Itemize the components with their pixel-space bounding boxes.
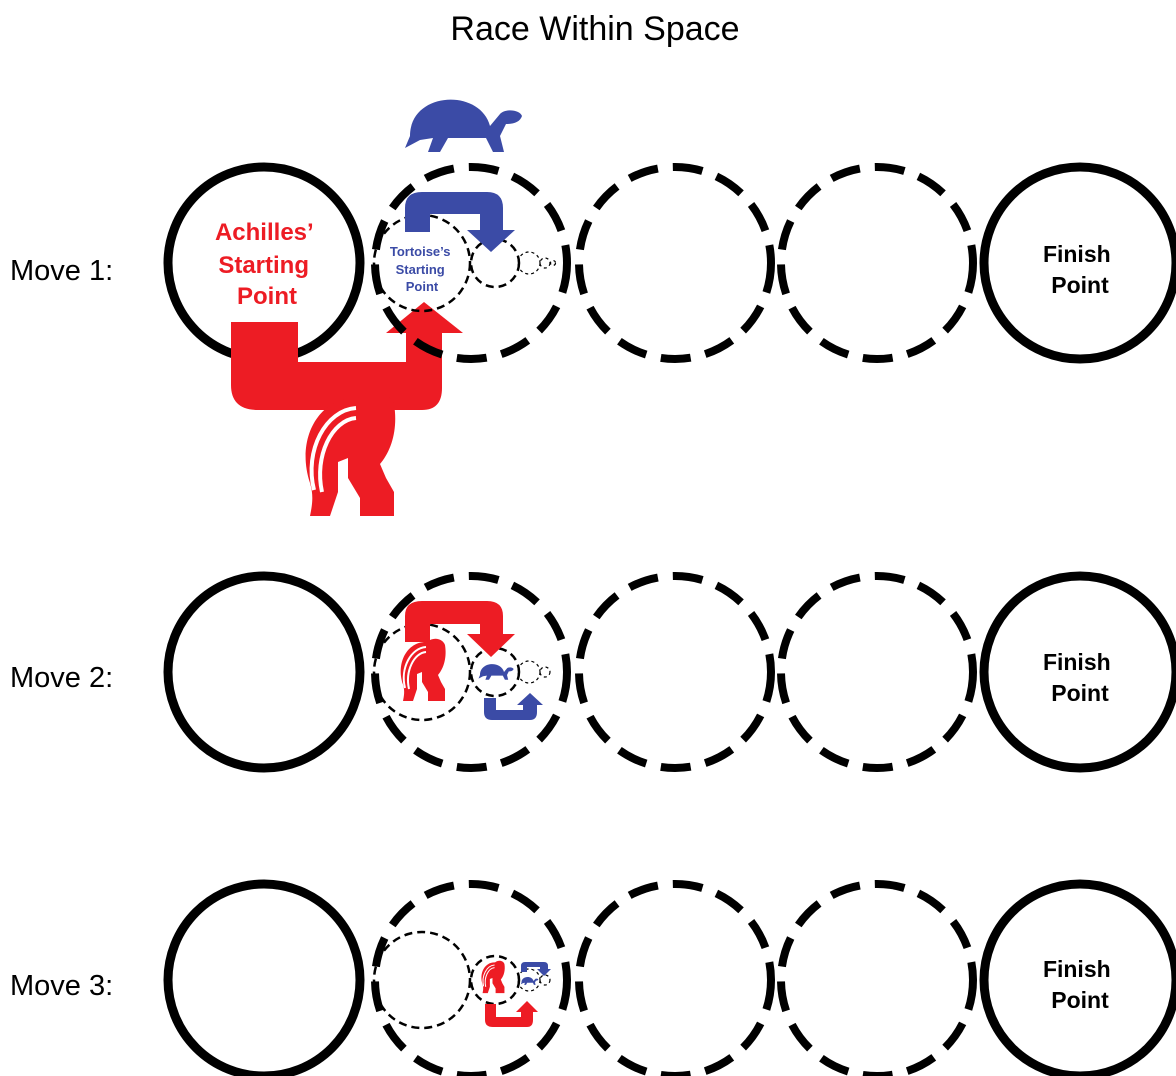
diagram-title: Race Within Space (450, 10, 739, 48)
finish-label-row-2: Finish Point (1043, 649, 1117, 706)
space-circle-row-3-1 (371, 880, 571, 1076)
sub-sub-circle (517, 251, 541, 275)
achilles-run-arrow-row-2 (405, 601, 515, 657)
tiny-circle-row-3 (539, 974, 551, 986)
spartan-helmet-icon-row-2 (399, 637, 447, 702)
tortoise-run-arrow-row-2 (484, 693, 543, 720)
finish-circle-row-2 (979, 571, 1176, 773)
space-circle-row-3-3 (777, 880, 977, 1076)
tortoise-run-arrow-row-3 (521, 962, 551, 976)
start-circle-row-2 (163, 571, 365, 773)
achilles-start-label: Achilles’ Starting Point (215, 219, 319, 310)
tiny-circle (549, 259, 557, 267)
space-circle-3 (777, 163, 977, 363)
tortoise-position-circle-row-2 (469, 646, 521, 698)
row-label-move-3: Move 3: (10, 970, 113, 1002)
tortoise-icon-row-2 (478, 664, 514, 680)
sub-circle (469, 237, 521, 289)
tortoise-start-label: Tortoise’s Starting Point (390, 244, 454, 294)
spartan-helmet-icon (303, 389, 398, 518)
finish-circle-row-3 (979, 879, 1176, 1076)
finish-label: Finish Point (1043, 241, 1117, 298)
space-circle-1 (371, 163, 571, 363)
tiny-circle-row-2 (539, 666, 551, 678)
finish-label-row-3: Finish Point (1043, 956, 1117, 1013)
space-circle-row-2-3 (777, 572, 977, 772)
achilles-run-arrow-row-3 (485, 1001, 538, 1027)
start-circle-row-3 (163, 879, 365, 1076)
space-circle-2 (575, 163, 775, 363)
finish-circle (979, 162, 1176, 364)
tortoise-icon (405, 99, 522, 152)
tortoise-position-circle-row-3 (517, 968, 541, 992)
sub-sub-sub-circle (539, 257, 551, 269)
tortoise-icon-row-3 (520, 977, 539, 985)
space-circle-row-2-1 (371, 572, 571, 772)
space-circle-row-2-2 (575, 572, 775, 772)
spartan-helmet-icon-row-3 (480, 960, 506, 994)
space-circle-row-3-2 (575, 880, 775, 1076)
row-label-move-2: Move 2: (10, 662, 113, 694)
tortoise-run-arrow (405, 192, 515, 252)
row-label-move-1: Move 1: (10, 255, 113, 287)
achilles-position-circle-row-3 (469, 954, 521, 1006)
sub-circle-row-2 (517, 660, 541, 684)
previous-position-circle-row-3 (372, 930, 472, 1030)
